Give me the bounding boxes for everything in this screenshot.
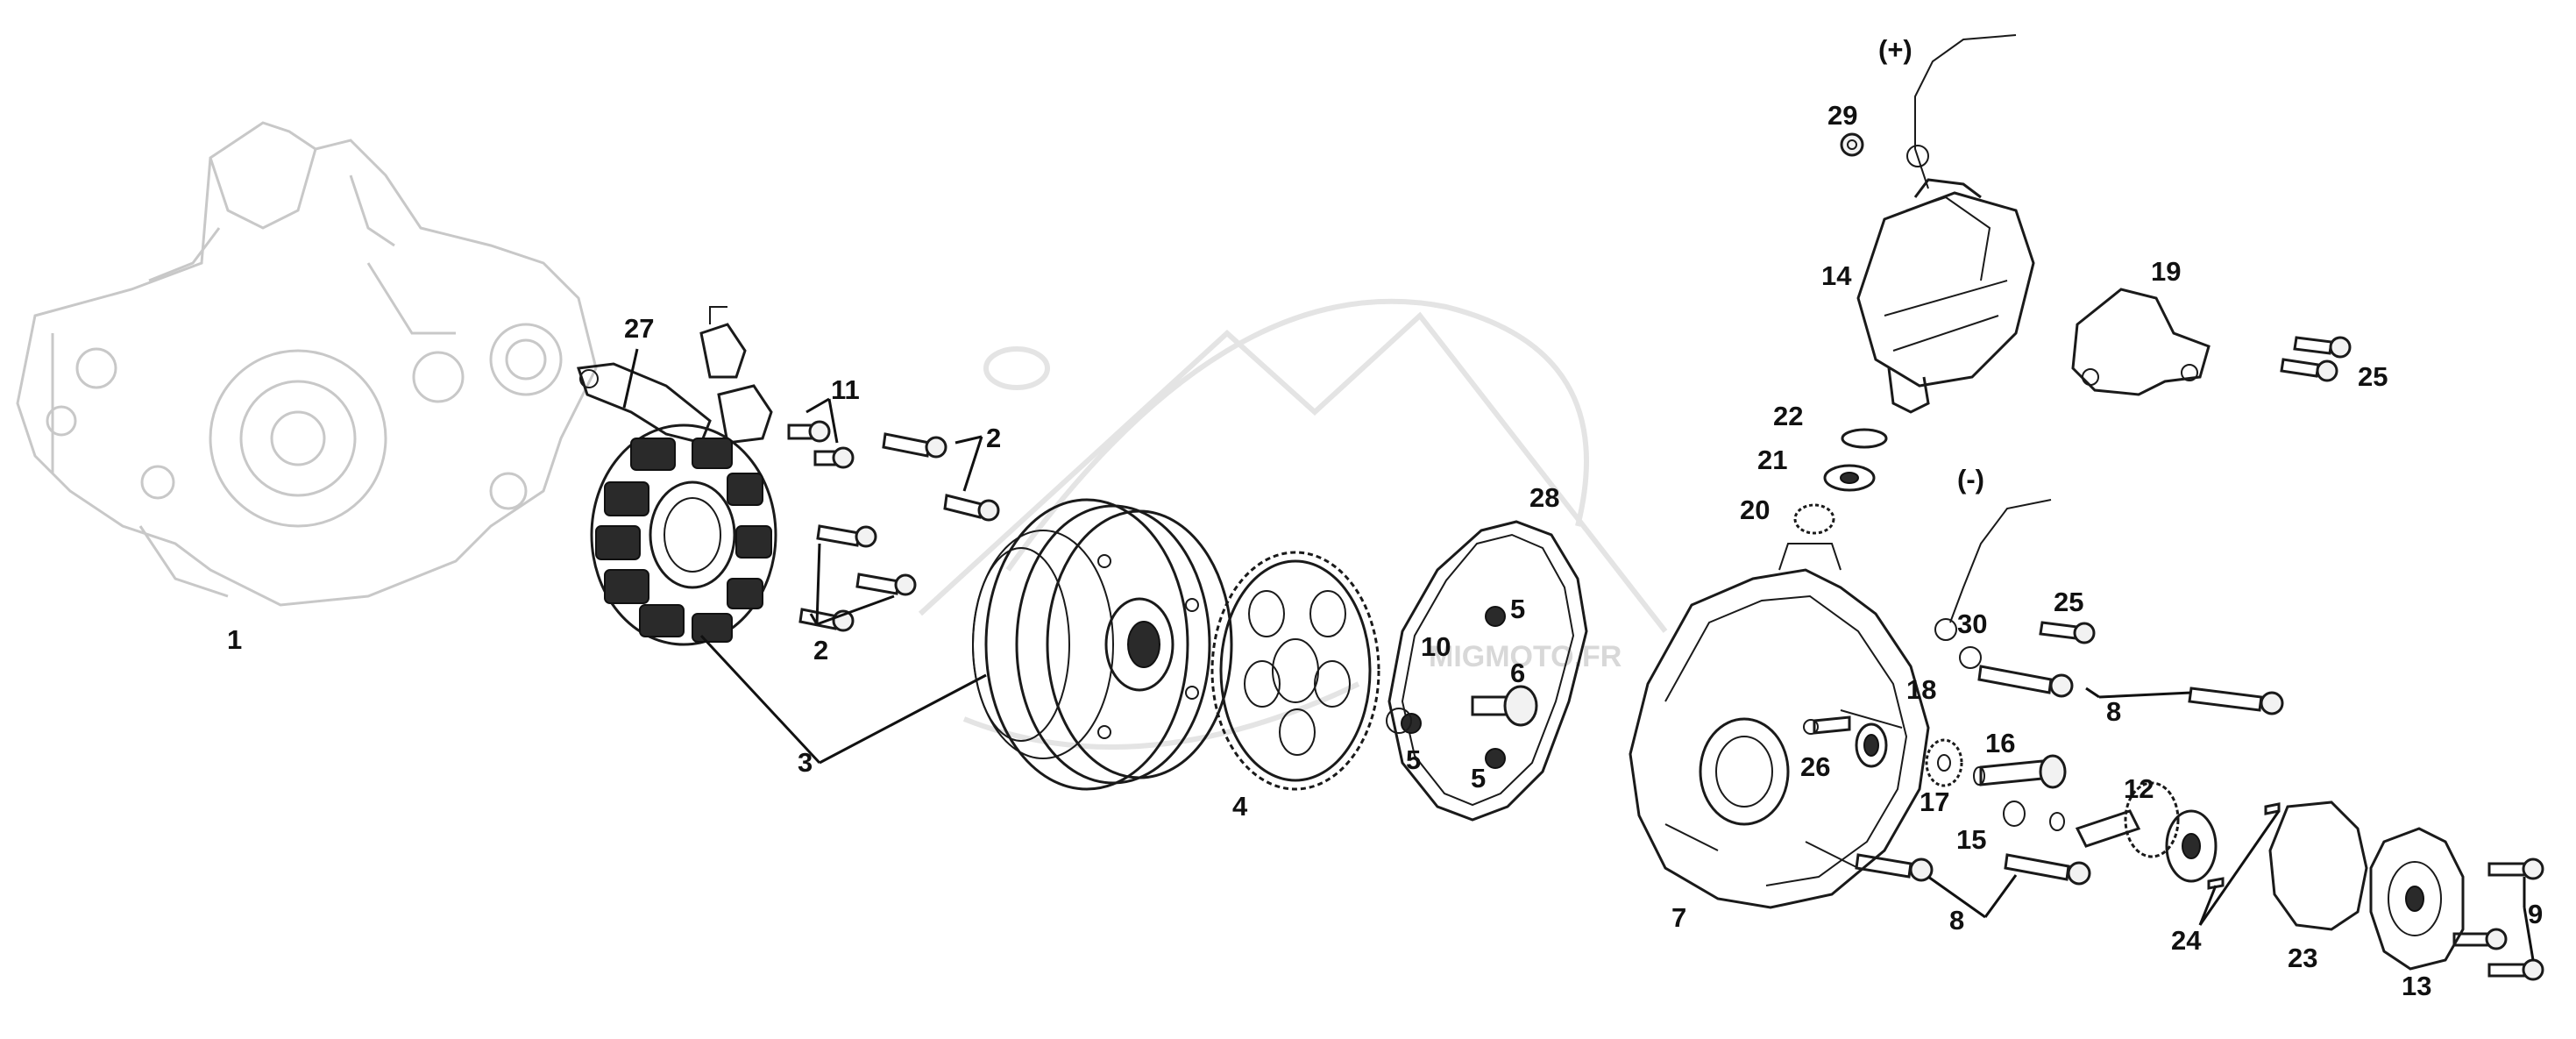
part-24-dowel-pins bbox=[2207, 802, 2281, 890]
callout-4: 4 bbox=[1232, 791, 1248, 822]
leader-lines bbox=[622, 348, 2535, 961]
callout-19: 19 bbox=[2151, 256, 2181, 287]
callout-positive: (+) bbox=[1878, 34, 1912, 65]
callout-8-lower: 8 bbox=[1949, 905, 1964, 936]
callout-2-lower: 2 bbox=[813, 635, 828, 665]
callout-10: 10 bbox=[1421, 631, 1451, 662]
callout-26: 26 bbox=[1800, 751, 1830, 782]
watermark-logo: MIGMOTO.FR bbox=[918, 298, 1668, 750]
callout-16: 16 bbox=[1985, 728, 2015, 758]
callout-labels: 1 2 2 3 4 5 5 5 6 7 8 8 9 10 11 12 13 14… bbox=[227, 34, 2543, 1001]
part-1-crankcase bbox=[16, 121, 598, 607]
callout-24: 24 bbox=[2171, 925, 2202, 956]
part-14-starter-motor bbox=[1856, 178, 2035, 414]
callout-11: 11 bbox=[831, 374, 860, 405]
part-26-stud bbox=[1803, 715, 1851, 735]
part-12-starter-clutch bbox=[2075, 781, 2218, 883]
part-13-cover bbox=[2369, 827, 2465, 971]
callout-9: 9 bbox=[2528, 899, 2543, 929]
part-27-pickup-bracket bbox=[576, 306, 773, 445]
callout-22: 22 bbox=[1773, 401, 1803, 431]
part-15-washers bbox=[2003, 801, 2065, 831]
part-21-bearing bbox=[1823, 464, 1876, 492]
callout-7: 7 bbox=[1671, 902, 1686, 933]
callout-5-c: 5 bbox=[1471, 763, 1486, 793]
part-3-stator bbox=[590, 423, 777, 646]
part-10-washer bbox=[1386, 708, 1412, 734]
part-8-bolts bbox=[1855, 665, 2284, 886]
callout-3: 3 bbox=[798, 747, 813, 778]
negative-cable bbox=[1934, 499, 2052, 641]
callout-13: 13 bbox=[2402, 971, 2431, 1001]
part-25-bolts bbox=[2039, 336, 2352, 644]
callout-12: 12 bbox=[2124, 773, 2154, 804]
callout-1: 1 bbox=[227, 624, 242, 655]
callout-17: 17 bbox=[1920, 786, 1949, 817]
part-9-bolts bbox=[2452, 858, 2544, 981]
callout-30: 30 bbox=[1957, 608, 1987, 639]
part-4-starter-gear bbox=[1210, 551, 1380, 791]
callout-27: 27 bbox=[624, 313, 654, 344]
part-17-gear bbox=[1925, 738, 1963, 787]
callout-25-lower: 25 bbox=[2054, 587, 2083, 617]
callout-negative: (-) bbox=[1957, 464, 1984, 495]
callout-23: 23 bbox=[2288, 943, 2317, 973]
part-23-gasket bbox=[2268, 801, 2368, 931]
part-7-ignition-cover bbox=[1629, 543, 1930, 909]
callout-2-upper: 2 bbox=[986, 423, 1001, 453]
callout-20: 20 bbox=[1740, 495, 1770, 525]
part-19-bracket bbox=[2071, 288, 2211, 396]
callout-14: 14 bbox=[1821, 260, 1852, 291]
part-3-flywheel bbox=[972, 498, 1233, 791]
part-18-seal bbox=[1855, 722, 1888, 768]
part-16-shaft-gear bbox=[1973, 754, 2067, 789]
watermark-text: MIGMOTO.FR bbox=[1429, 640, 1622, 673]
part-22-circlip bbox=[1841, 428, 1888, 449]
callout-18: 18 bbox=[1906, 674, 1936, 705]
part-6-plug bbox=[1471, 685, 1538, 727]
callout-29: 29 bbox=[1827, 100, 1857, 131]
positive-cable bbox=[1906, 34, 2017, 189]
part-11-bolts bbox=[787, 420, 855, 469]
callout-21: 21 bbox=[1757, 445, 1787, 475]
part-28-gasket bbox=[1387, 520, 1588, 822]
callout-28: 28 bbox=[1529, 482, 1559, 513]
part-20-bevel-gear bbox=[1793, 503, 1835, 535]
callout-5-b: 5 bbox=[1406, 744, 1421, 775]
callout-15: 15 bbox=[1956, 824, 1986, 855]
callout-6: 6 bbox=[1510, 658, 1525, 688]
callout-8-upper: 8 bbox=[2106, 696, 2121, 727]
part-29-nut bbox=[1840, 132, 1864, 157]
part-30-washer bbox=[1959, 646, 1982, 669]
callout-25-upper: 25 bbox=[2358, 361, 2388, 392]
callout-5-a: 5 bbox=[1510, 594, 1525, 624]
